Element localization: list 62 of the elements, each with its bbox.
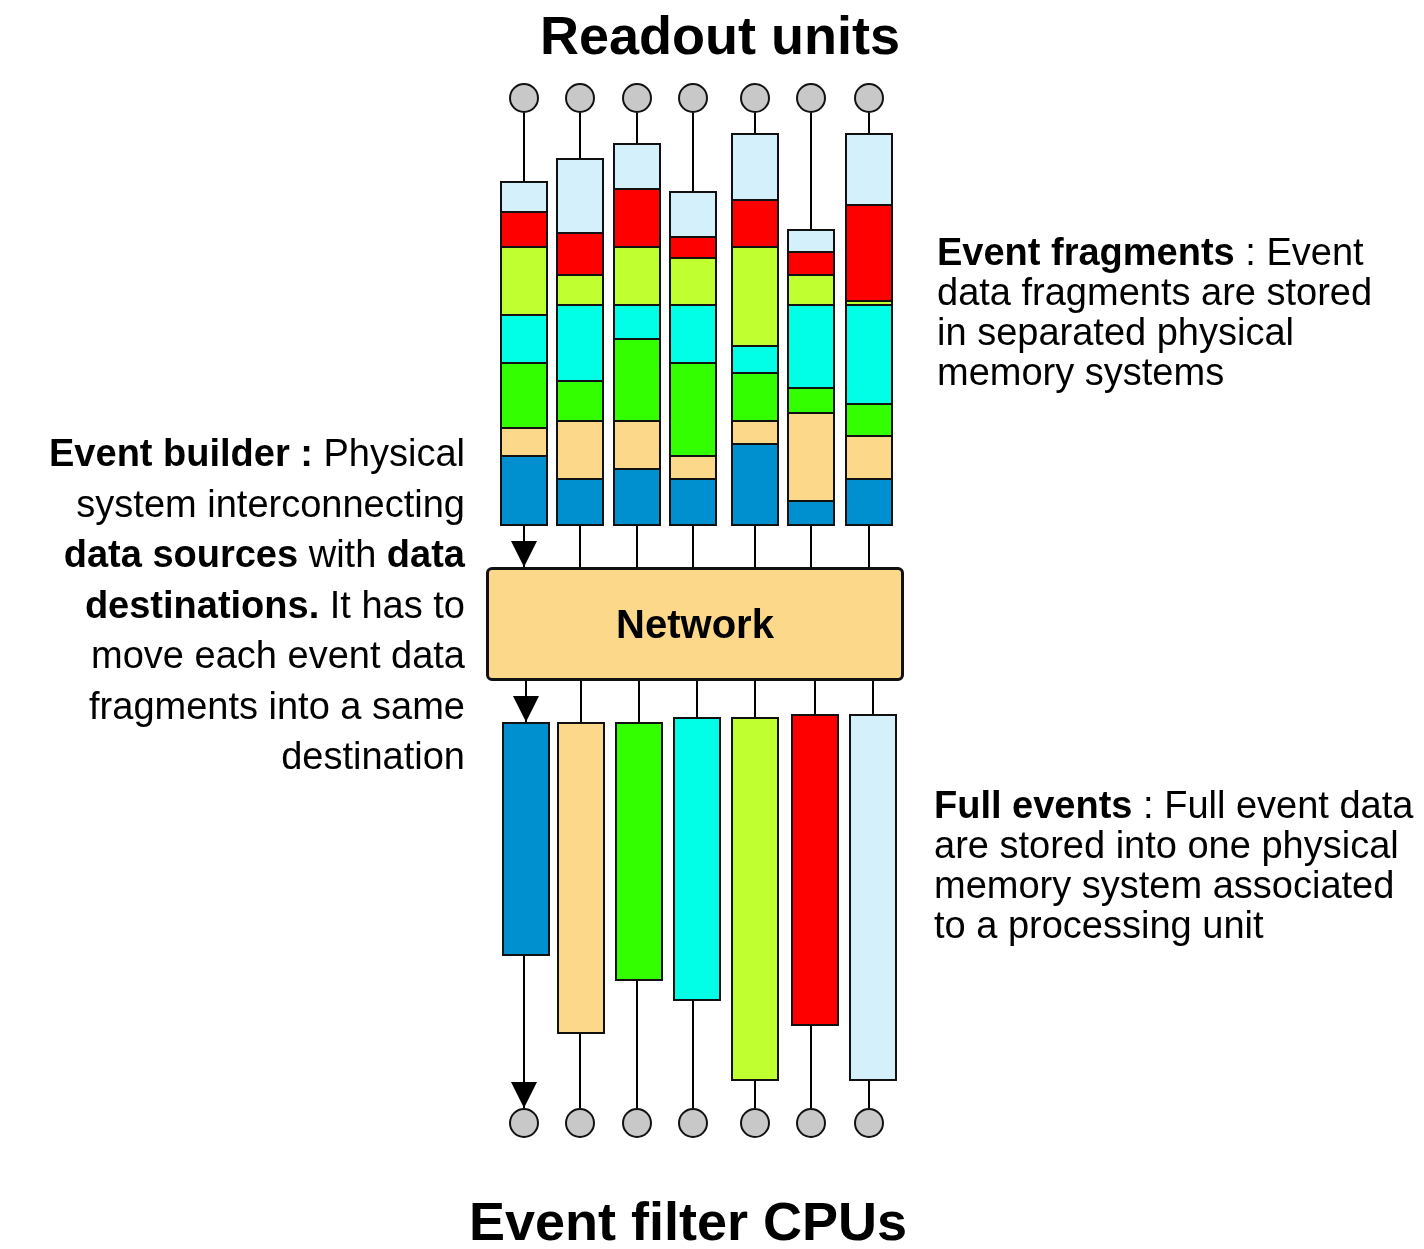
node-circle: [796, 83, 826, 113]
fragment-stack: [845, 133, 893, 526]
connector-line: [868, 112, 870, 134]
connector-line: [579, 112, 581, 159]
fragment-stack: [787, 229, 835, 526]
fragment-stack: [731, 133, 779, 526]
node-circle: [678, 83, 708, 113]
connector-line: [810, 525, 812, 568]
connector-line: [754, 680, 756, 718]
node-circle: [509, 1108, 539, 1138]
node-circle: [678, 1108, 708, 1138]
event-bar: [849, 714, 897, 1081]
connector-line: [636, 980, 638, 1109]
event-bar: [731, 717, 779, 1081]
annotation-text: Full events : Full event data are stored into one physical memory system associated to a processing unit: [934, 785, 1414, 945]
connector-line: [754, 525, 756, 568]
connector-line: [579, 525, 581, 568]
connector-line: [810, 112, 812, 230]
event-bar: [673, 717, 721, 1001]
heading: Event filter CPUs: [467, 1190, 909, 1249]
node-circle: [565, 83, 595, 113]
connector-line: [692, 112, 694, 192]
event-bar: [557, 722, 605, 1034]
connector-line: [523, 112, 525, 182]
heading: Readout units: [539, 4, 901, 67]
connector-line: [696, 680, 698, 718]
connector-line: [638, 680, 640, 723]
node-circle: [796, 1108, 826, 1138]
node-circle: [740, 83, 770, 113]
network-box: Network: [486, 567, 904, 681]
event-bar: [791, 714, 839, 1026]
node-circle: [509, 83, 539, 113]
arrow: [511, 955, 537, 1109]
connector-line: [814, 680, 816, 715]
node-circle: [854, 83, 884, 113]
node-circle: [740, 1108, 770, 1138]
connector-line: [692, 525, 694, 568]
fragment-stack: [669, 191, 717, 526]
node-circle: [622, 1108, 652, 1138]
node-circle: [565, 1108, 595, 1138]
arrow: [513, 680, 539, 723]
node-circle: [622, 83, 652, 113]
connector-line: [754, 1080, 756, 1109]
connector-line: [636, 525, 638, 568]
arrow: [511, 525, 537, 568]
connector-line: [868, 1080, 870, 1109]
node-circle: [854, 1108, 884, 1138]
fragment-stack: [613, 143, 661, 526]
connector-line: [872, 680, 874, 715]
fragment-stack: [500, 181, 548, 526]
annotation-text: Event fragments : Event data fragments are stored in separated physical memory systems: [937, 232, 1374, 392]
connector-line: [579, 1033, 581, 1109]
connector-line: [692, 1000, 694, 1109]
event-bar: [502, 722, 550, 956]
event-bar: [615, 722, 663, 981]
annotation-text: Event builder : Physical system interconnecting data sources with data destinations. It has to move each event data fragments into a same destination: [48, 431, 465, 779]
fragment-stack: [556, 158, 604, 526]
connector-line: [754, 112, 756, 134]
connector-line: [580, 680, 582, 723]
connector-line: [636, 112, 638, 144]
connector-line: [810, 1025, 812, 1109]
connector-line: [868, 525, 870, 568]
